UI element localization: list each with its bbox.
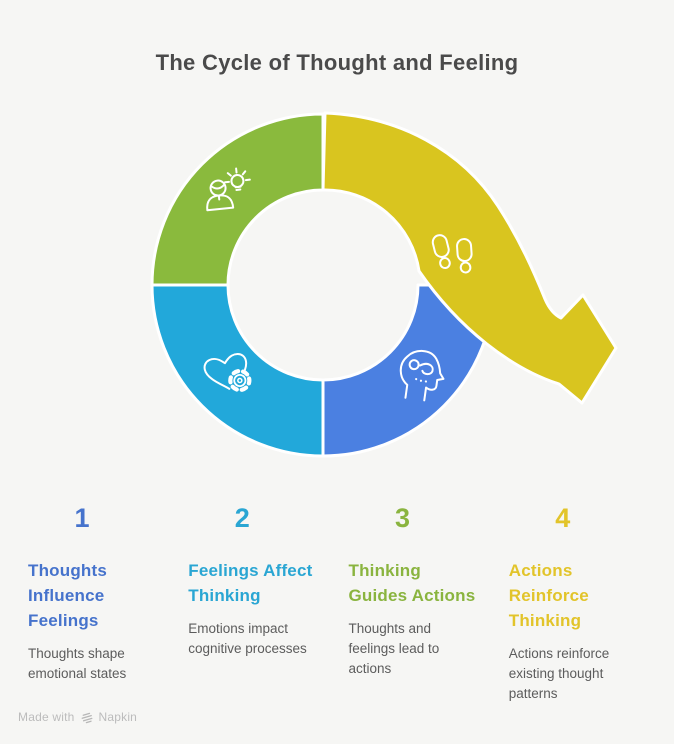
step-number: 1 xyxy=(74,503,90,533)
step-item-3: 3 Thinking Guides Actions Thoughts and f… xyxy=(349,502,482,704)
steps-row: 1 Thoughts Influence Feelings Thoughts s… xyxy=(28,502,642,704)
brand-name: Napkin xyxy=(98,710,138,724)
step-heading: Thoughts Influence Feelings xyxy=(28,561,108,630)
footprints-icon xyxy=(431,234,473,274)
step-item-4: 4 Actions Reinforce Thinking Actions rei… xyxy=(509,502,642,704)
gear-icon xyxy=(228,368,252,393)
heart-gear-icon xyxy=(203,352,252,393)
made-with-napkin: Made with Napkin xyxy=(18,710,137,724)
step-item-2: 2 Feelings Affect Thinking Emotions impa… xyxy=(188,502,321,704)
made-with-label: Made with xyxy=(18,710,75,724)
lightbulb-icon xyxy=(223,167,251,191)
step-number: 3 xyxy=(394,503,411,533)
napkin-logo-icon xyxy=(81,712,92,724)
step-heading: Feelings Affect Thinking xyxy=(188,561,313,605)
step-heading: Actions Reinforce Thinking xyxy=(508,561,589,630)
segment-bottom-right xyxy=(321,283,496,458)
person-idea-icon xyxy=(206,167,251,212)
step-description: Thoughts shape emotional states xyxy=(28,646,127,681)
step-number: 2 xyxy=(234,503,250,533)
step-item-1: 1 Thoughts Influence Feelings Thoughts s… xyxy=(28,502,161,704)
step-description: Thoughts and feelings lead to actions xyxy=(348,621,440,676)
cycle-diagram xyxy=(150,111,618,458)
step-description: Actions reinforce existing thought patte… xyxy=(508,646,610,701)
step-heading: Thinking Guides Actions xyxy=(348,561,476,605)
page-title: The Cycle of Thought and Feeling xyxy=(155,50,519,75)
step-description: Emotions impact cognitive processes xyxy=(188,621,307,656)
head-mind-icon xyxy=(399,349,445,402)
step-number: 4 xyxy=(555,503,571,533)
segment-top-left xyxy=(150,112,325,287)
